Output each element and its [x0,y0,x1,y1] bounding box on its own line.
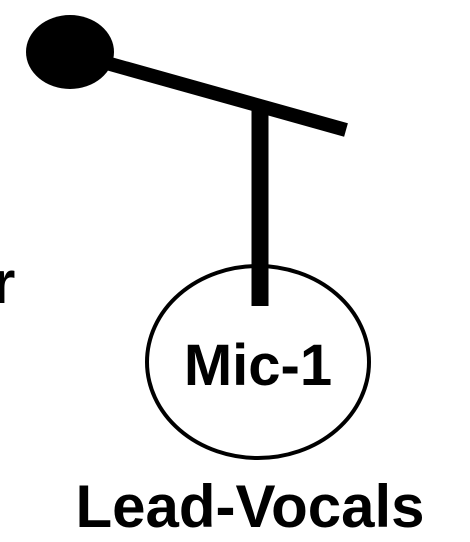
microphone-stand-icon [26,15,348,306]
mic-node[interactable]: Mic-1 [145,264,371,460]
mic-head-icon [26,15,114,89]
mic-label: Mic-1 [184,333,332,398]
mic-node-circle [145,264,371,460]
mic-caption: Lead-Vocals [75,473,424,540]
left-edge-text-fragment: r [0,249,15,316]
boom-arm-line [94,53,348,137]
